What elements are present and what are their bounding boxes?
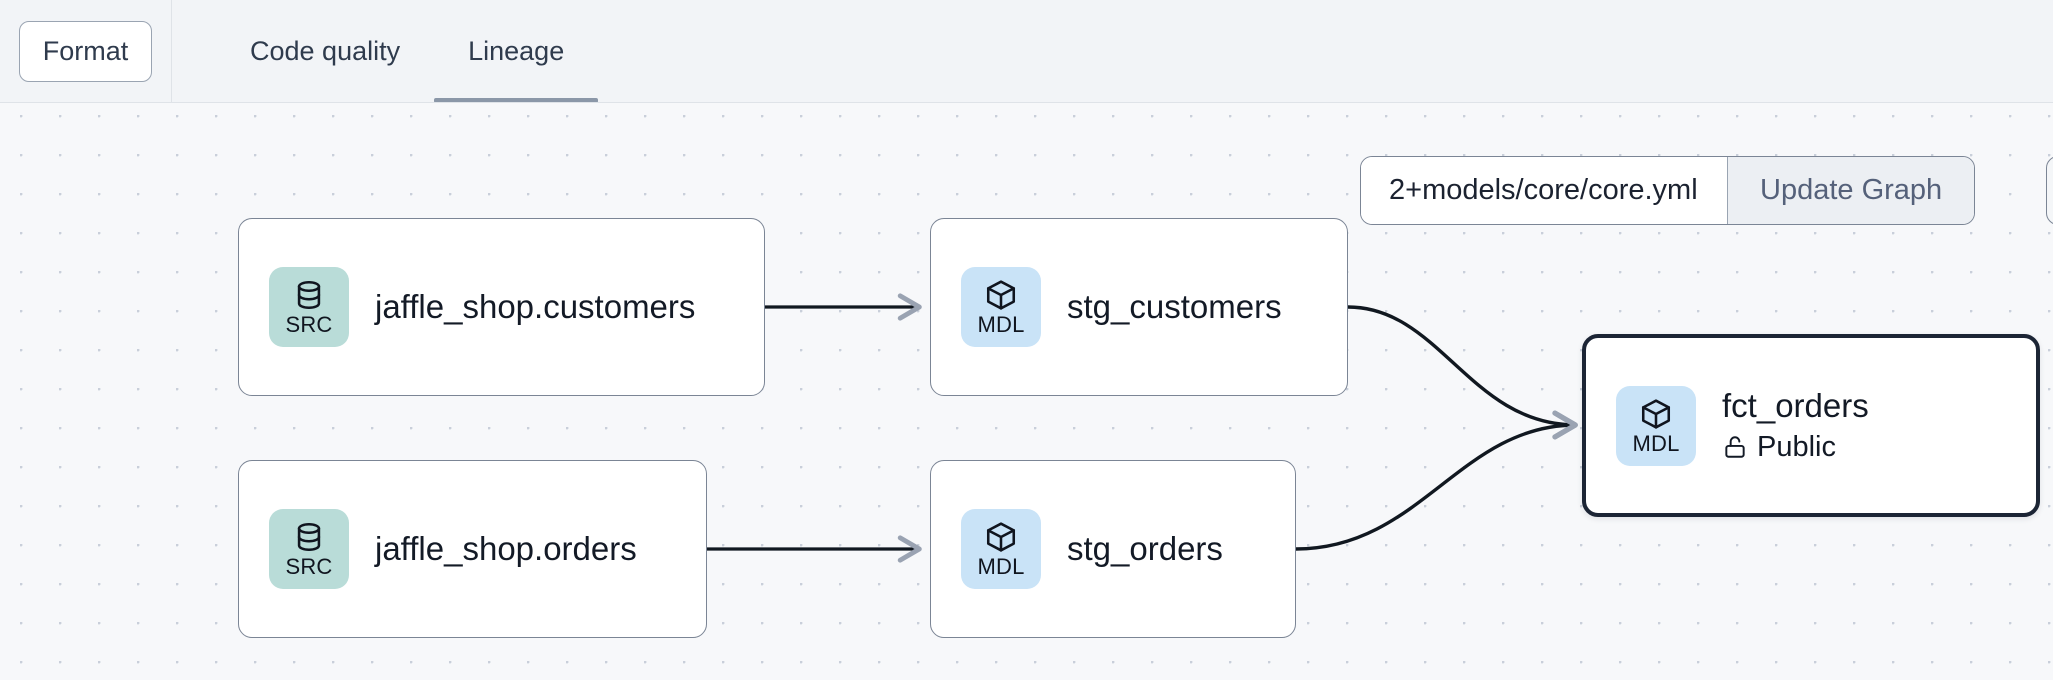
update-graph-button[interactable]: Update Graph xyxy=(1727,157,1975,224)
lineage-node-src-orders[interactable]: SRC jaffle_shop.orders xyxy=(238,460,707,638)
cube-icon xyxy=(1639,397,1673,431)
database-icon xyxy=(292,278,326,312)
edge-stg-customers-to-fct-orders xyxy=(1347,305,1578,440)
lineage-node-src-customers[interactable]: SRC jaffle_shop.customers xyxy=(238,218,765,396)
node-text-block: fct_orders Public xyxy=(1722,387,1869,464)
cube-icon xyxy=(984,520,1018,554)
node-badge-src: SRC xyxy=(269,509,349,589)
node-badge-mdl: MDL xyxy=(1616,385,1696,466)
database-icon xyxy=(292,520,326,554)
node-badge-label: SRC xyxy=(285,554,333,579)
toolbar-divider xyxy=(0,102,2053,103)
node-badge-mdl: MDL xyxy=(961,509,1041,589)
node-badge-label: MDL xyxy=(977,312,1025,337)
node-title: fct_orders xyxy=(1722,387,1869,425)
lineage-canvas[interactable]: SRC jaffle_shop.customers MDL stg_custo xyxy=(0,103,2053,680)
edge-stg-orders-to-fct-orders xyxy=(1295,410,1578,551)
tab-lineage[interactable]: Lineage xyxy=(434,0,599,103)
lineage-node-stg-customers[interactable]: MDL stg_customers xyxy=(930,218,1348,396)
format-button-group: Format xyxy=(0,0,172,103)
node-text-block: stg_customers xyxy=(1067,288,1282,326)
lineage-node-fct-orders[interactable]: MDL fct_orders Public xyxy=(1582,334,2040,517)
lineage-node-stg-orders[interactable]: MDL stg_orders xyxy=(930,460,1296,638)
cube-icon xyxy=(984,278,1018,312)
format-button[interactable]: Format xyxy=(19,21,152,82)
node-badge-label: MDL xyxy=(1632,430,1680,456)
selector-input[interactable] xyxy=(1361,157,1727,224)
tab-code-quality[interactable]: Code quality xyxy=(250,36,401,66)
top-toolbar: Format Code quality Lineage xyxy=(0,0,2053,103)
node-badge-src: SRC xyxy=(269,267,349,347)
node-title: stg_orders xyxy=(1067,530,1223,568)
node-badge-label: MDL xyxy=(977,554,1025,579)
unlock-icon xyxy=(1722,434,1748,460)
node-access-label: Public xyxy=(1757,430,1836,463)
node-title: jaffle_shop.orders xyxy=(375,530,637,568)
node-text-block: jaffle_shop.customers xyxy=(375,288,695,326)
graph-controls: Update Graph xyxy=(1360,156,1976,225)
node-title: jaffle_shop.customers xyxy=(375,288,696,326)
graph-controls-secondary[interactable] xyxy=(2046,156,2053,225)
tab-bar: Code quality Lineage xyxy=(172,0,599,103)
node-text-block: jaffle_shop.orders xyxy=(375,530,637,568)
node-access-badge: Public xyxy=(1722,431,1869,464)
node-text-block: stg_orders xyxy=(1067,530,1223,568)
node-badge-label: SRC xyxy=(285,312,333,337)
node-title: stg_customers xyxy=(1067,288,1282,326)
node-badge-mdl: MDL xyxy=(961,267,1041,347)
